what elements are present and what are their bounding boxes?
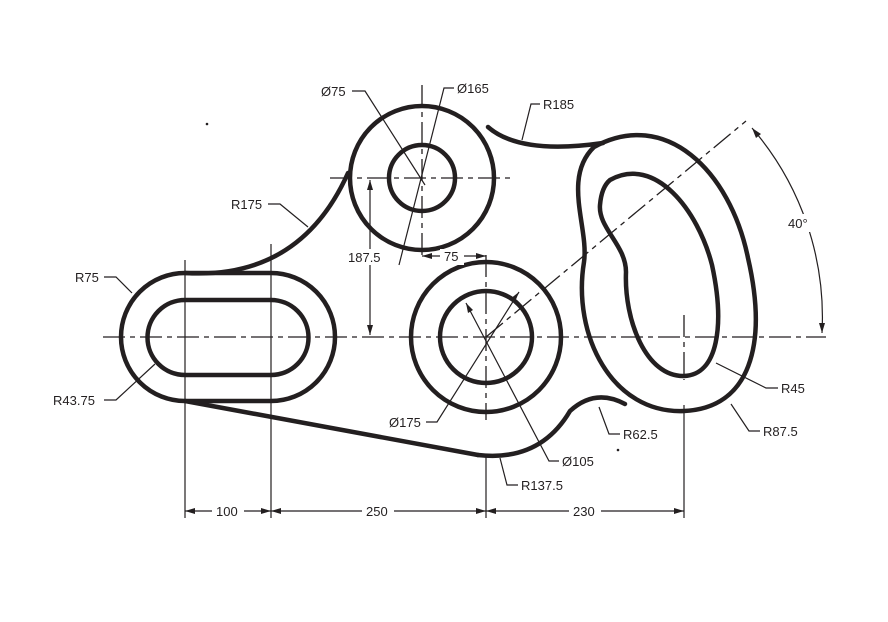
d75-label: Ø75 [321,84,346,99]
dim-230-arrow-left [486,508,496,514]
d75-leader [352,90,426,186]
r45-inner-kidney [597,171,721,379]
stray-dot [205,122,209,126]
r43-75-label: R43.75 [53,393,95,408]
dim-250-arrow-left [271,508,281,514]
dim-187-5-arrow-top [367,180,373,190]
dim-250-arrow-right [476,508,486,514]
d105-leader [465,302,559,462]
dim-100-label: 100 [216,504,238,519]
angle-40-label: 40° [788,216,808,231]
part-profile [182,124,628,459]
r137-5-label: R137.5 [521,478,563,493]
dim-230-arrow-right [674,508,684,514]
d175-leader [426,291,520,423]
dim-187-5-arrow-bottom [367,325,373,335]
r137-5-leader [499,457,518,486]
r87-5-label: R87.5 [763,424,798,439]
r45-leader [715,362,778,389]
angled-centerline [485,120,747,338]
r137-5-arc [475,395,628,459]
dim-75-arrow-left [422,253,432,259]
r185-label: R185 [543,97,574,112]
d165-label: Ø165 [457,81,489,96]
r175-leader [268,203,309,228]
r87-5-leader [730,403,760,432]
leader-lines [104,87,824,518]
stray-dot [616,448,620,452]
dim-187-5-label: 187.5 [348,250,381,265]
d105-arrow [466,303,473,313]
d165-leader [398,87,454,266]
center-lines [103,85,826,420]
kidney-slot [575,133,758,414]
r75-label: R75 [75,270,99,285]
d175-arrow [510,292,519,302]
r43-75-leader [104,363,156,401]
dim-75-arrow-right [476,253,486,259]
dim-230-label: 230 [573,504,595,519]
d175-label: Ø175 [389,415,421,430]
r62-5-label: R62.5 [623,427,658,442]
angle-arrow-bottom [819,323,825,333]
r175-fillet-arc [182,170,351,276]
r185-leader [521,103,540,141]
r62-5-leader [598,406,620,435]
dim-100-arrow-left [185,508,195,514]
r175-label: R175 [231,197,262,212]
angle-arrow-top [752,128,761,138]
dimension-labels: Ø75 Ø165 R185 R175 R75 R43.75 Ø175 Ø105 … [53,81,815,519]
dim-100-arrow-right [261,508,271,514]
r185-arc [485,124,606,149]
d105-label: Ø105 [562,454,594,469]
r45-label: R45 [781,381,805,396]
dim-75-label: 75 [444,249,458,264]
r87-5-outer-kidney [575,133,758,414]
arrowheads [185,128,825,514]
r75-leader [104,276,133,294]
bottom-tangent-line [182,398,481,458]
dim-250-label: 250 [366,504,388,519]
